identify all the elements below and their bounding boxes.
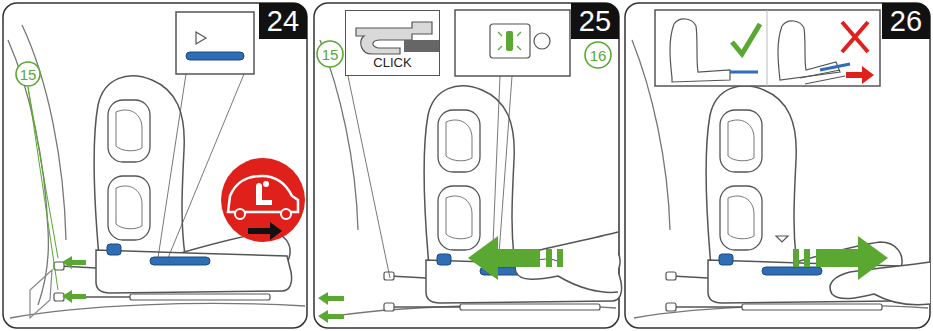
push-arrows [28,87,86,303]
indicator-inset [498,32,521,50]
vehicle-seat [22,25,66,240]
callout-number: 15 [322,47,339,62]
inset-indicator [196,32,206,44]
push-arrows [28,87,58,258]
callout-circle [16,62,40,86]
panel-frames [3,3,930,328]
inset-indicator [186,52,244,60]
detail-inset: CLICK [345,10,440,76]
hand [830,262,930,305]
callout-circle [585,42,611,68]
click-hook [404,40,440,52]
push-arrow [557,249,563,267]
inset-indicator [176,12,254,74]
check-inset [778,21,840,80]
vehicle-seat [320,40,358,230]
hand [830,262,930,305]
step-number: 25 [579,7,611,36]
check-inset [846,66,874,84]
indicator-inset [534,33,550,49]
callout-number: 15 [316,40,344,68]
indicator-inset [498,76,512,268]
car-reverse-icon [228,176,298,212]
step-number: 24 [267,7,299,36]
indicator-inset [506,31,513,51]
inset-indicator [168,74,244,258]
indicator-mark [776,236,788,242]
click-hook [348,76,390,278]
pull-arrow [793,249,799,267]
callout-number: 16 [584,41,612,69]
push-arrows [62,256,86,269]
step-number: 25 [571,3,619,39]
callout-circle [317,41,343,67]
push-arrow [318,236,563,323]
car-reverse-icon [221,158,305,242]
callout-number: 16 [590,48,607,63]
callout-number: 15 [15,61,41,87]
indicator-inset [455,10,570,76]
car-reverse-icon [235,209,245,219]
pull-arrow [804,249,810,267]
push-arrow [546,249,552,267]
vehicle-seat [30,270,52,318]
push-arrows [62,290,86,303]
car-reverse-icon [281,209,291,219]
push-arrows [28,87,58,290]
car-reverse-icon [256,183,272,205]
vehicle-seat [8,25,305,318]
check-inset [670,19,730,82]
inset-indicator [158,74,186,258]
check-inset [655,10,880,86]
check-inset [732,24,760,54]
pull-arrow [816,236,888,280]
step-number: 26 [882,3,930,39]
push-arrow [468,236,540,280]
car-reverse-icon [248,222,282,240]
sound-label: CLICK [373,56,411,69]
car-reverse-icon [221,158,305,242]
panel-frames [625,3,930,328]
panel-frames [3,3,307,328]
car-reverse-icon [263,181,269,187]
pull-arrow [793,236,888,280]
click-hook [348,22,440,278]
check-inset [800,70,845,84]
check-inset [655,10,880,86]
step-number: 26 [890,7,922,36]
check-inset [730,71,758,74]
callout-number: 15 [20,67,37,82]
indicator-inset [455,10,570,268]
push-arrow [318,292,344,305]
step-number: 24 [259,3,307,39]
check-inset [820,64,850,70]
vehicle-seat [10,303,305,318]
check-inset [842,22,868,52]
push-arrow [318,310,344,323]
check-inset [767,10,768,86]
indicator-inset [490,24,530,58]
